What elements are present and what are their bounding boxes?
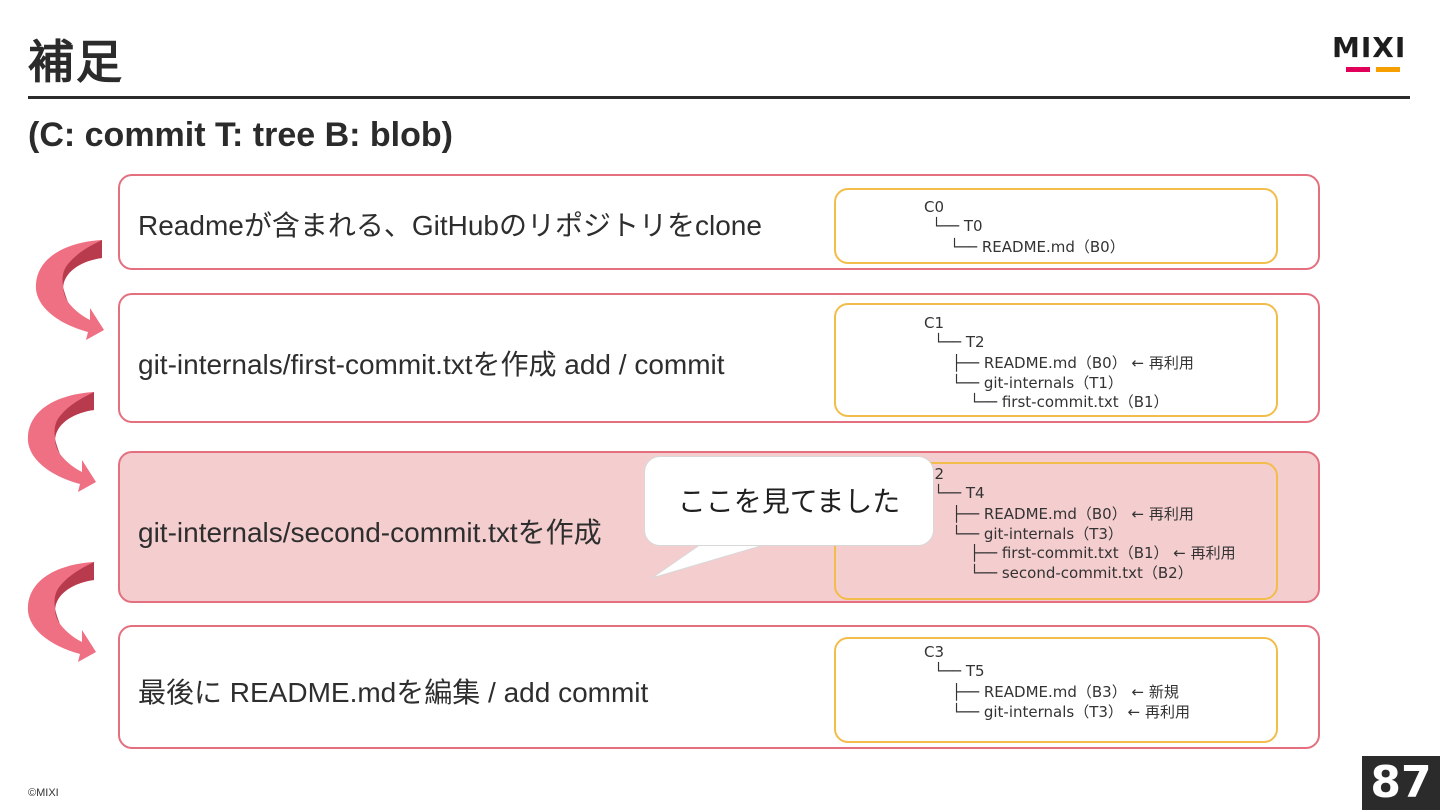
tree-box: C0 └── T0 └── README.md（B0） — [834, 188, 1278, 264]
tree-line: └── git-internals（T3） — [952, 525, 1123, 543]
step-label: Readmeが含まれる、GitHubのリポジトリをclone — [138, 210, 762, 241]
tree-line: └── README.md（B0） — [950, 238, 1125, 256]
title-divider — [28, 96, 1410, 99]
tree-line: └── first-commit.txt（B1） — [970, 393, 1169, 411]
tree-box: C1 └── T2 ├── README.md（B0） ← 再利用 └── gi… — [834, 303, 1278, 417]
tree-box: C2 └── T4 ├── README.md（B0） ← 再利用 └── gi… — [834, 462, 1278, 600]
callout-bubble: ここを見てました — [644, 456, 936, 579]
tree-line: └── T0 — [932, 217, 983, 235]
curved-arrow-icon — [27, 392, 96, 492]
step-box-first-commit: git-internals/first-commit.txtを作成 add / … — [118, 293, 1320, 423]
tree-line: └── T4 — [934, 484, 985, 502]
tree-line: C3 — [924, 643, 945, 661]
page-number: 87 — [1362, 756, 1440, 810]
logo-text: MIXI — [1332, 31, 1407, 64]
step-label: git-internals/first-commit.txtを作成 add / … — [138, 349, 725, 380]
curved-arrow-icon — [27, 562, 96, 662]
copyright: ©MIXI — [28, 787, 59, 799]
tree-line: ├── first-commit.txt（B1） ← 再利用 — [970, 544, 1236, 562]
step-label: 最後に README.mdを編集 / add commit — [138, 677, 649, 708]
step-label: git-internals/second-commit.txtを作成 — [138, 517, 602, 548]
tree-line: └── T5 — [934, 662, 985, 680]
tree-line: C1 — [924, 314, 945, 332]
logo-bar-orange — [1376, 67, 1400, 72]
callout-text: ここを見てました — [677, 485, 901, 518]
tree-line: └── second-commit.txt（B2） — [970, 564, 1193, 582]
tree-line: └── T2 — [934, 333, 985, 351]
tree-line: ├── README.md（B3） ← 新規 — [952, 683, 1179, 701]
tree-line: ├── README.md（B0） ← 再利用 — [952, 505, 1194, 523]
mixi-logo: MIXI — [1332, 34, 1412, 76]
tree-line: └── git-internals（T1） — [952, 374, 1123, 392]
tree-line: C0 — [924, 198, 945, 216]
callout-box — [644, 456, 934, 546]
tree-line: └── git-internals（T3） ← 再利用 — [952, 703, 1191, 721]
step-box-edit-readme: 最後に README.mdを編集 / add commit C3 └── T5 … — [118, 625, 1320, 749]
step-box-clone: Readmeが含まれる、GitHubのリポジトリをclone C0 └── T0… — [118, 174, 1320, 270]
slide-title: 補足 — [28, 36, 124, 88]
tree-line: ├── README.md（B0） ← 再利用 — [952, 354, 1194, 372]
slide-subtitle: (C: commit T: tree B: blob) — [28, 116, 453, 154]
tree-box: C3 └── T5 ├── README.md（B3） ← 新規 └── git… — [834, 637, 1278, 743]
logo-bar-pink — [1346, 67, 1370, 72]
curved-arrow-icon — [35, 240, 104, 340]
